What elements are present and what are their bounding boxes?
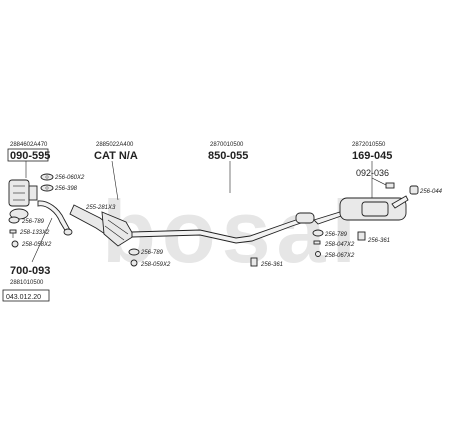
accessory-label-5: 258-133X2 <box>19 230 50 236</box>
manifold-catalyst-icon <box>8 179 38 220</box>
nut-icon <box>315 251 321 257</box>
oe-number-catalyst: 2885022A400 <box>96 142 134 148</box>
bolt-icon <box>9 229 17 238</box>
hanger-icon <box>409 185 419 195</box>
part-number-front-pipe[interactable]: 700-093 <box>10 265 50 277</box>
accessory-label-14: 256-044 <box>419 189 443 195</box>
part-number-middle-pipe[interactable]: 850-055 <box>208 150 248 162</box>
accessory-label-13: 258-067X2 <box>324 253 355 259</box>
leader-clamp <box>371 177 389 187</box>
catalyst-icon <box>69 204 135 247</box>
gasket-icon <box>40 173 54 181</box>
accessory-label-12: 256-361 <box>260 262 283 268</box>
part-number-silencer[interactable]: 169-045 <box>352 150 392 162</box>
oe-number-manifold: 2884602A470 <box>10 142 48 148</box>
gasket-icon <box>128 248 140 256</box>
clamp-icon <box>385 182 395 189</box>
accessory-label-2: 256-398 <box>54 186 78 192</box>
silencer-icon <box>313 195 409 225</box>
oe-number-front-pipe: 2881010500 <box>10 280 44 286</box>
gasket-icon <box>8 216 20 224</box>
accessory-label-6: 258-058X2 <box>21 242 52 248</box>
front-pipe-flange <box>63 228 73 236</box>
front-pipe-icon <box>37 200 71 233</box>
accessory-label-11: 256-361 <box>367 238 390 244</box>
accessory-label-9: 256-789 <box>324 232 348 238</box>
accessory-label-1: 256-060X2 <box>54 175 85 181</box>
gasket-icon <box>312 229 324 237</box>
accessory-label-10: 258-047X2 <box>324 242 355 248</box>
hanger-icon <box>357 231 366 241</box>
diagram-id-box <box>2 289 50 302</box>
nut-icon <box>130 259 138 267</box>
resonator-icon <box>295 212 315 224</box>
part-box-manifold <box>7 148 49 162</box>
bolt-icon <box>313 240 321 245</box>
accessory-label-4: 256-789 <box>21 219 45 225</box>
diagram-id: 043.012.20 <box>6 294 41 301</box>
accessory-label-3: 255-281X3 <box>85 205 116 211</box>
accessory-label-8: 258-059X2 <box>140 262 171 268</box>
oe-number-middle-pipe: 2870010500 <box>210 142 244 148</box>
leader-catalyst <box>111 160 119 201</box>
gasket-icon <box>40 184 54 192</box>
leader-front-pipe <box>31 217 53 263</box>
accessory-label-7: 256-789 <box>140 250 164 256</box>
nut-icon <box>11 240 19 248</box>
part-number-catalyst[interactable]: CAT N/A <box>94 150 138 162</box>
part-number-manifold[interactable]: 090-595 <box>10 150 50 162</box>
clamp-number[interactable]: 092-036 <box>356 168 389 178</box>
hanger-icon <box>250 257 258 267</box>
oe-number-silencer: 2872010550 <box>352 142 386 148</box>
